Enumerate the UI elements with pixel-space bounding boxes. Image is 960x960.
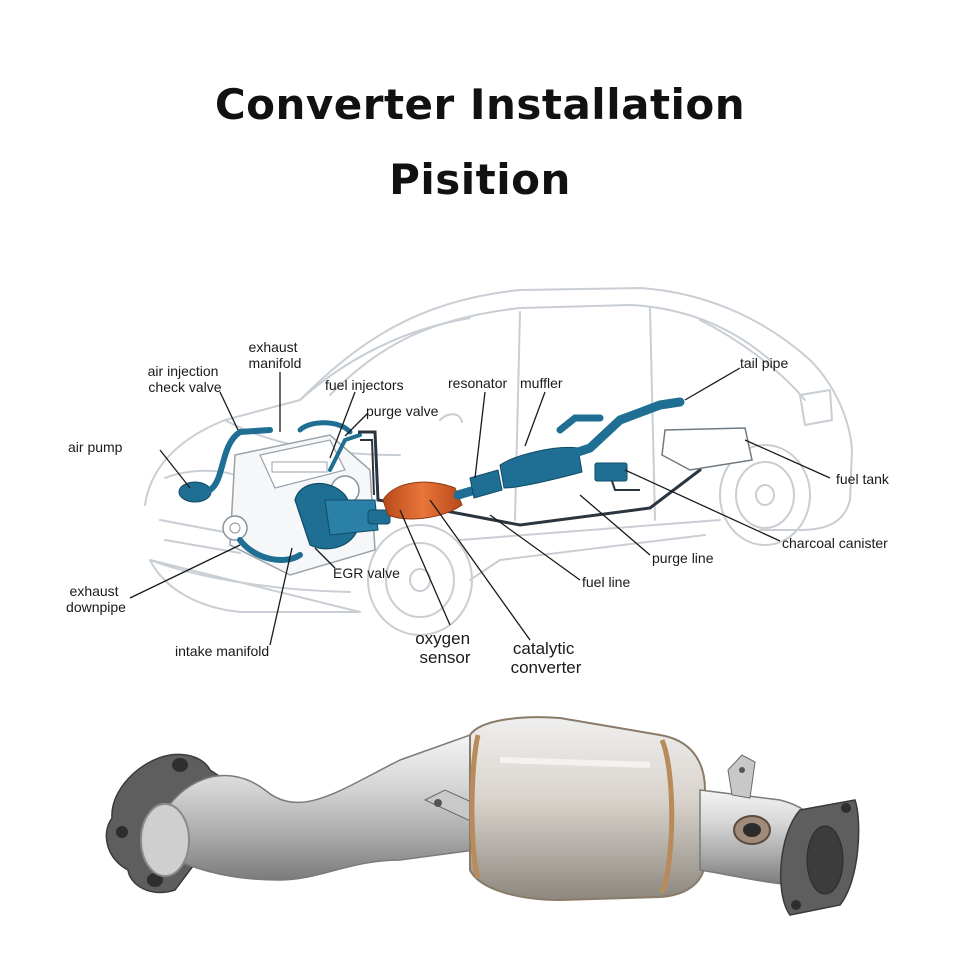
label-air-injection-1: air injection — [148, 363, 219, 379]
leader-lines — [129, 367, 831, 646]
rear-wheel — [719, 444, 811, 546]
label-air-injection-2: check valve — [148, 379, 221, 395]
label-oxygen-sensor-2: sensor — [419, 648, 470, 667]
car-roof — [329, 304, 771, 396]
muffler-shape — [499, 446, 583, 489]
rear-wheel-hub — [755, 484, 775, 506]
wheels — [367, 444, 811, 636]
fuel-line-shape — [358, 430, 707, 527]
charcoal-canister-shape — [594, 462, 628, 482]
egr-valve-shape — [324, 499, 379, 536]
label-catalytic-converter-1: catalytic — [513, 639, 575, 658]
label-intake-manifold: intake manifold — [175, 643, 269, 659]
svg-text:exhaust manifold: exhaust manifold — [249, 339, 302, 371]
label-purge-line: purge line — [652, 550, 714, 566]
callout-labels: exhaust manifold air injection check val… — [66, 339, 890, 677]
label-resonator: resonator — [448, 375, 507, 391]
front-wheel — [367, 524, 473, 636]
title-line-1: Converter Installation — [214, 80, 746, 129]
taillight — [799, 389, 833, 426]
engine — [178, 420, 391, 576]
label-oxygen-sensor-1: oxygen — [415, 629, 470, 648]
label-exhaust-manifold-2: manifold — [249, 355, 302, 371]
label-fuel-line: fuel line — [582, 574, 630, 590]
label-tail-pipe: tail pipe — [740, 355, 788, 371]
svg-text:air injection check va: air injection check valve — [148, 363, 223, 395]
label-fuel-injectors: fuel injectors — [325, 377, 404, 393]
door-line-1 — [514, 311, 521, 521]
resonator-shape — [469, 469, 503, 499]
rear-window — [699, 319, 806, 401]
svg-text:oxygen sensor: oxygen sensor — [415, 629, 475, 667]
label-exhaust-downpipe-2: downpipe — [66, 599, 126, 615]
label-charcoal-canister: charcoal canister — [782, 535, 888, 551]
fuel-tank-shape — [661, 427, 753, 471]
catalytic-converter-shape — [382, 481, 463, 520]
svg-text:exhaust downpipe: exhaust downpipe — [66, 583, 126, 615]
front-wheel-rim — [385, 542, 455, 618]
mirror — [439, 413, 463, 423]
inlet-pipe — [159, 733, 476, 881]
windshield — [299, 317, 471, 401]
label-exhaust-manifold-1: exhaust — [249, 339, 298, 355]
label-egr-valve: EGR valve — [333, 565, 400, 581]
label-catalytic-converter-2: converter — [511, 658, 582, 677]
door-line-2 — [649, 307, 656, 521]
svg-text:catalytic converter: catalytic converter — [511, 639, 582, 677]
exhaust-system — [358, 397, 753, 527]
label-air-pump: air pump — [68, 439, 123, 455]
bumper — [149, 559, 351, 593]
label-fuel-tank: fuel tank — [836, 471, 890, 487]
label-exhaust-downpipe-1: exhaust — [70, 583, 119, 599]
label-purge-valve: purge valve — [366, 403, 439, 419]
catalytic-converter-product — [105, 716, 860, 916]
headlight — [164, 469, 236, 479]
rear-wheel-rim — [735, 461, 795, 529]
air-pump-shape — [178, 481, 212, 503]
title-line-2: Pisition — [389, 155, 571, 204]
label-muffler: muffler — [520, 375, 563, 391]
side-sill — [459, 519, 721, 541]
